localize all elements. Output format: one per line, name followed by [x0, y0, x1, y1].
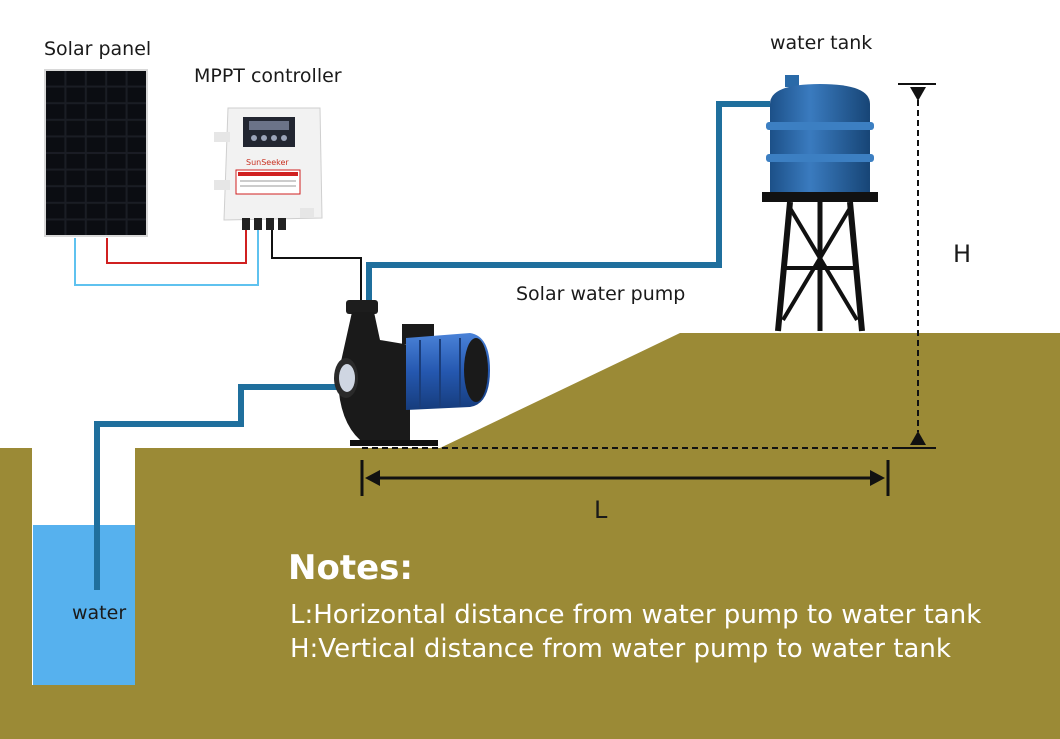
dimension-l — [360, 460, 890, 496]
notes-title: Notes: — [288, 548, 413, 588]
mppt-controller: SunSeeker — [214, 107, 323, 230]
solar-panel-label: Solar panel — [44, 38, 152, 60]
tank-stand — [775, 201, 865, 332]
wire-red — [106, 230, 247, 264]
ground — [0, 333, 1060, 739]
notes-line-h: H:Vertical distance from water pump to w… — [290, 634, 951, 664]
height-label: H — [953, 240, 972, 268]
outlet-pipe — [366, 101, 770, 302]
intake-pipe — [94, 384, 342, 590]
dimension-h — [898, 83, 936, 449]
mppt-controller-label: MPPT controller — [194, 65, 342, 87]
notes-line-l: L:Horizontal distance from water pump to… — [290, 600, 982, 630]
wire-blue — [74, 230, 259, 286]
solar-panel — [44, 69, 148, 237]
well-water — [33, 525, 135, 685]
controller-brand: SunSeeker — [246, 158, 289, 167]
water-label: water — [72, 602, 127, 624]
solar-water-pump-label: Solar water pump — [516, 283, 686, 305]
length-label: L — [594, 496, 608, 524]
water-tank — [762, 75, 878, 332]
wire-black — [271, 230, 362, 302]
water-pump — [334, 300, 490, 446]
water-tank-label: water tank — [770, 32, 873, 54]
